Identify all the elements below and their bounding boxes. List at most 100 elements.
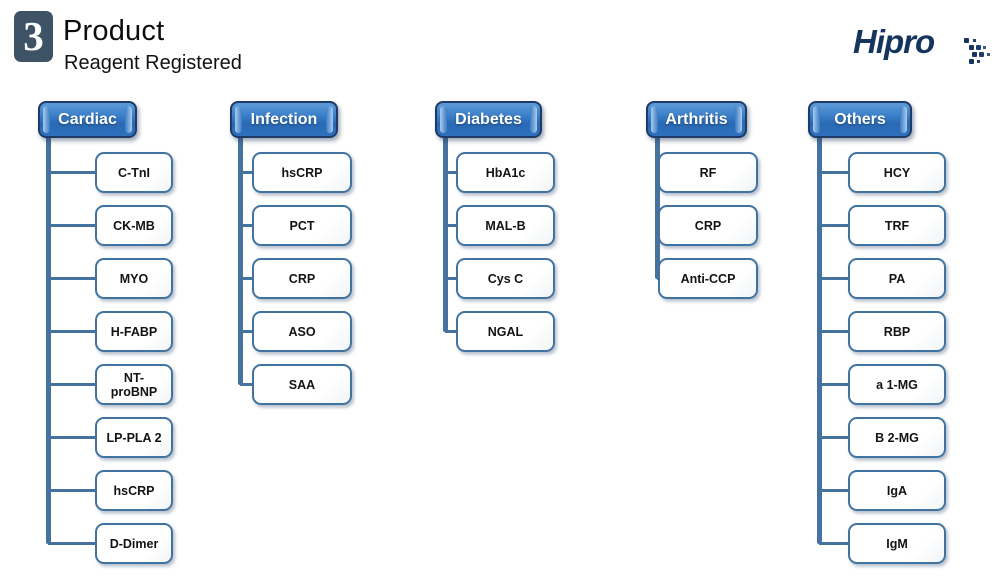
bevel-ridge-right (530, 106, 537, 133)
node-box: H-FABP (95, 311, 173, 352)
connector-branch (819, 277, 852, 280)
node-row: ASO (230, 311, 352, 352)
page-title: Product (63, 15, 165, 47)
node-box: Cys C (456, 258, 555, 299)
node-box: RBP (848, 311, 946, 352)
connector-branch (819, 489, 852, 492)
node-box: MAL-B (456, 205, 555, 246)
node-box: NT-proBNP (95, 364, 173, 405)
node-row: CRP (230, 258, 352, 299)
connector-branch (48, 224, 99, 227)
connector-vertical (46, 134, 51, 544)
step-number-badge: 3 (14, 11, 53, 62)
connector-branch (819, 171, 852, 174)
node-row: PCT (230, 205, 352, 246)
node-box: a 1-MG (848, 364, 946, 405)
node-row: NGAL (435, 311, 555, 352)
connector-branch (445, 330, 460, 333)
node-box: IgM (848, 523, 946, 564)
node-row: CK-MB (38, 205, 173, 246)
connector-vertical (238, 134, 243, 385)
bevel-ridge-left (813, 106, 820, 133)
connector-branch (819, 542, 852, 545)
bevel-ridge-left (235, 106, 242, 133)
node-row: IgM (808, 523, 946, 564)
category-header: Diabetes (435, 101, 542, 138)
node-box: IgA (848, 470, 946, 511)
connector-branch (240, 171, 256, 174)
connector-vertical (817, 134, 822, 544)
node-row: SAA (230, 364, 352, 405)
node-box: Anti-CCP (658, 258, 758, 299)
connector-branch (819, 224, 852, 227)
connector-vertical (443, 134, 448, 332)
node-box: HCY (848, 152, 946, 193)
node-box: CRP (252, 258, 352, 299)
node-box: TRF (848, 205, 946, 246)
bevel-ridge-right (900, 106, 907, 133)
bevel-ridge-left (651, 106, 658, 133)
step-number: 3 (23, 13, 44, 59)
node-box: HbA1c (456, 152, 555, 193)
connector-branch (48, 171, 99, 174)
node-row: H-FABP (38, 311, 173, 352)
node-box: NGAL (456, 311, 555, 352)
node-box: PA (848, 258, 946, 299)
node-row: MYO (38, 258, 173, 299)
node-box: MYO (95, 258, 173, 299)
node-row: TRF (808, 205, 946, 246)
connector-branch (819, 436, 852, 439)
category-header: Others (808, 101, 912, 138)
node-row: HbA1c (435, 152, 555, 193)
connector-branch (819, 383, 852, 386)
node-box: CK-MB (95, 205, 173, 246)
connector-branch (48, 542, 99, 545)
brand-logo-text: Hipro (853, 23, 935, 60)
connector-branch (240, 277, 256, 280)
category-header: Infection (230, 101, 338, 138)
category-label: Others (834, 110, 886, 128)
node-box: PCT (252, 205, 352, 246)
bevel-ridge-right (735, 106, 742, 133)
connector-branch (445, 171, 460, 174)
brand-logo: Hipro (853, 22, 988, 62)
node-row: RBP (808, 311, 946, 352)
node-box: ASO (252, 311, 352, 352)
connector-branch (48, 489, 99, 492)
node-row: C-TnI (38, 152, 173, 193)
node-box: LP-PLA 2 (95, 417, 173, 458)
node-row: Cys C (435, 258, 555, 299)
category-label: Infection (250, 110, 318, 128)
node-row: PA (808, 258, 946, 299)
bevel-ridge-right (125, 106, 132, 133)
bevel-ridge-right (326, 106, 333, 133)
node-box: RF (658, 152, 758, 193)
node-row: CRP (646, 205, 758, 246)
node-box: CRP (658, 205, 758, 246)
node-box: C-TnI (95, 152, 173, 193)
node-row: a 1-MG (808, 364, 946, 405)
node-row: IgA (808, 470, 946, 511)
node-box: SAA (252, 364, 352, 405)
page-subtitle: Reagent Registered (64, 52, 242, 74)
connector-branch (819, 330, 852, 333)
node-row: Anti-CCP (646, 258, 758, 299)
bevel-ridge-left (440, 106, 447, 133)
node-row: LP-PLA 2 (38, 417, 173, 458)
connector-branch (48, 383, 99, 386)
connector-branch (445, 224, 460, 227)
node-box: B 2-MG (848, 417, 946, 458)
connector-branch (48, 436, 99, 439)
connector-branch (240, 224, 256, 227)
node-row: hsCRP (230, 152, 352, 193)
category-label: Cardiac (58, 110, 117, 128)
node-row: NT-proBNP (38, 364, 173, 405)
category-label: Diabetes (455, 110, 522, 128)
node-row: MAL-B (435, 205, 555, 246)
connector-branch (240, 330, 256, 333)
node-row: RF (646, 152, 758, 193)
node-box: hsCRP (95, 470, 173, 511)
node-row: B 2-MG (808, 417, 946, 458)
